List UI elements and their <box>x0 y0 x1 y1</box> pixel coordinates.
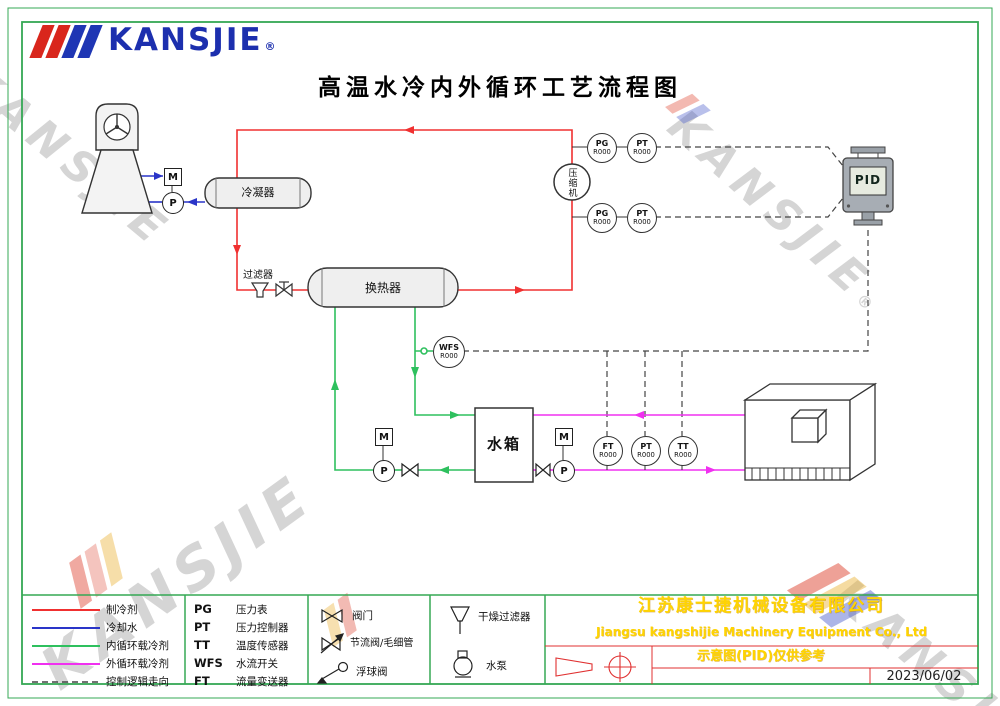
brand-stripes-icon <box>29 25 103 58</box>
internal-coolant-arrows <box>331 367 460 474</box>
legend-symbol-label: 节流阀/毛细管 <box>350 638 414 649</box>
pipe-valve-symbols <box>401 462 551 478</box>
legend-flow-label: 控制逻辑走向 <box>106 676 169 688</box>
compressor-symbol <box>553 163 591 201</box>
water-tank-label: 水箱 <box>486 435 521 453</box>
pump-circle: P <box>162 192 184 214</box>
instrument-lead-lines <box>171 146 683 470</box>
legend-line-samples <box>32 609 100 683</box>
motor-box: M <box>555 428 573 446</box>
external-coolant-arrows <box>634 411 716 474</box>
heat-exchanger-label: 换热器 <box>364 281 401 295</box>
legend-abbrev-code: TT <box>194 638 210 652</box>
control-logic-dashed-lines <box>463 146 869 436</box>
motor-box: M <box>164 168 182 186</box>
instrument-suction-pt: PT R000 <box>627 203 657 233</box>
instrument-flow-switch: WFS R000 <box>433 336 465 368</box>
motor-box: M <box>375 428 393 446</box>
titleblock-grid <box>545 645 978 684</box>
instrument-tag: R000 <box>633 218 651 226</box>
instrument-code: FT <box>602 441 614 451</box>
heat-exchanger-vessel-shape <box>307 267 459 308</box>
water-tank-shape <box>474 407 534 483</box>
filter-label: 过滤器 <box>243 270 273 281</box>
brand-name-wrap: KANSJIE® <box>108 22 276 58</box>
legend-abbrev-label: 温度传感器 <box>236 640 289 652</box>
legend-flow-label: 内循环载冷剂 <box>106 640 169 652</box>
legend-abbrev-code: FT <box>194 674 210 688</box>
company-name-en: Jiangsu kangshijie Machinery Equipment C… <box>595 625 928 639</box>
instrument-code: WFS <box>438 342 460 352</box>
drawing-note: 示意图(PID)仅供参考 <box>696 649 826 664</box>
instrument-temp-tx: TT R000 <box>668 436 698 466</box>
legend-symbol-icons <box>316 606 473 684</box>
brand-logo: KANSJIE® <box>29 22 276 58</box>
legend-abbrev-label: 压力控制器 <box>236 622 289 634</box>
legend-abbrev-label: 压力表 <box>236 604 268 616</box>
drawing-frame <box>7 7 993 699</box>
refrigerant-arrows <box>233 126 525 294</box>
instrument-tag: R000 <box>593 148 611 156</box>
instrument-tag: R000 <box>674 451 692 459</box>
legend-symbol-label: 阀门 <box>352 610 373 622</box>
pid-display-label: PID <box>854 173 882 187</box>
instrument-tag: R000 <box>637 451 655 459</box>
legend-symbol-label: 干燥过滤器 <box>478 611 531 623</box>
pid-controller-device <box>842 146 894 226</box>
internal-coolant-lines <box>334 307 475 471</box>
instrument-pressure-tx: PT R000 <box>631 436 661 466</box>
refrigerant-lines <box>236 129 573 291</box>
instrument-discharge-pt: PT R000 <box>627 133 657 163</box>
instrument-code: PT <box>636 138 648 148</box>
instrument-code: PG <box>595 208 609 218</box>
pump-circle: P <box>553 460 575 482</box>
compressor-label: 压缩机 <box>566 168 577 198</box>
projection-symbol-icon <box>555 652 636 682</box>
chiller-unit-shape <box>742 382 878 482</box>
legend-symbol-label: 水泵 <box>486 660 507 672</box>
legend-flow-label: 制冷剂 <box>106 604 138 616</box>
legend-abbrev-code: PT <box>194 620 211 634</box>
brand-reg-mark: ® <box>264 40 276 53</box>
instrument-code: PT <box>640 441 652 451</box>
instrument-flow-tx: FT R000 <box>593 436 623 466</box>
brand-name: KANSJIE <box>108 22 263 58</box>
expansion-valve-symbol <box>275 281 293 298</box>
condenser-vessel-shape <box>204 177 312 209</box>
instrument-code: PG <box>595 138 609 148</box>
condenser-label: 冷凝器 <box>241 186 275 199</box>
company-name-cn: 江苏康士捷机械设备有限公司 <box>638 596 885 616</box>
legend-abbrev-code: PG <box>194 602 212 616</box>
legend-abbrev-code: WFS <box>194 656 223 670</box>
instrument-tag: R000 <box>599 451 617 459</box>
cooling-tower-shape <box>81 103 153 214</box>
pump-circle: P <box>373 460 395 482</box>
legend-flow-label: 外循环载冷剂 <box>106 658 169 670</box>
legend-abbrev-label: 水流开关 <box>236 658 278 670</box>
legend-flow-label: 冷却水 <box>106 622 138 634</box>
filter-symbol <box>250 282 270 298</box>
drawing-title: 高温水冷内外循环工艺流程图 <box>318 75 682 101</box>
instrument-tag: R000 <box>633 148 651 156</box>
instrument-suction-pg: PG R000 <box>587 203 617 233</box>
instrument-code: TT <box>677 441 689 451</box>
drawing-date: 2023/06/02 <box>886 669 962 684</box>
instrument-tag: R000 <box>593 218 611 226</box>
instrument-tag: R000 <box>440 352 458 360</box>
legend-symbol-label: 浮球阀 <box>356 666 388 678</box>
instrument-code: PT <box>636 208 648 218</box>
instrument-discharge-pg: PG R000 <box>587 133 617 163</box>
legend-abbrev-label: 流量变送器 <box>236 676 289 688</box>
